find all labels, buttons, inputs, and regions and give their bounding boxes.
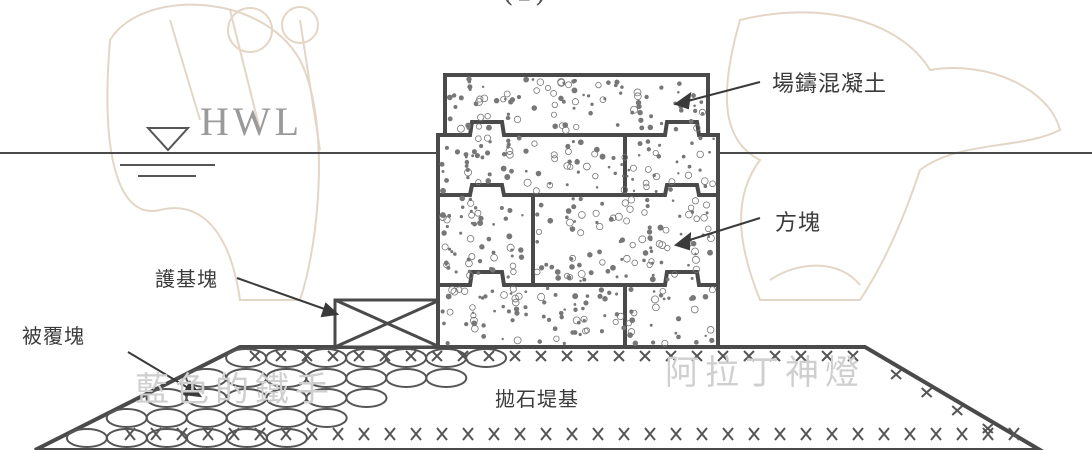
watermark-right: 阿拉丁神燈 <box>665 353 865 393</box>
concrete-texture <box>439 76 716 347</box>
watermark-left: 藍色的鐵手 <box>135 370 335 410</box>
toe-block <box>333 298 442 349</box>
rubble-mound <box>34 345 1048 452</box>
toe-block-label: 護基塊 <box>155 267 218 291</box>
leader-lines <box>127 81 761 398</box>
rubble-base-label: 拋石堤基 <box>495 387 579 411</box>
cast-concrete-label: 場鑄混凝土 <box>772 72 888 97</box>
partial-header: (1) <box>502 0 548 9</box>
hwl-label: HWL <box>200 99 304 144</box>
armor-block-label: 被覆塊 <box>22 324 85 348</box>
background-sketch <box>106 3 1062 301</box>
block-label: 方塊 <box>775 211 822 236</box>
armor-blocks <box>65 348 508 448</box>
hwl-marker-icon <box>120 127 215 177</box>
